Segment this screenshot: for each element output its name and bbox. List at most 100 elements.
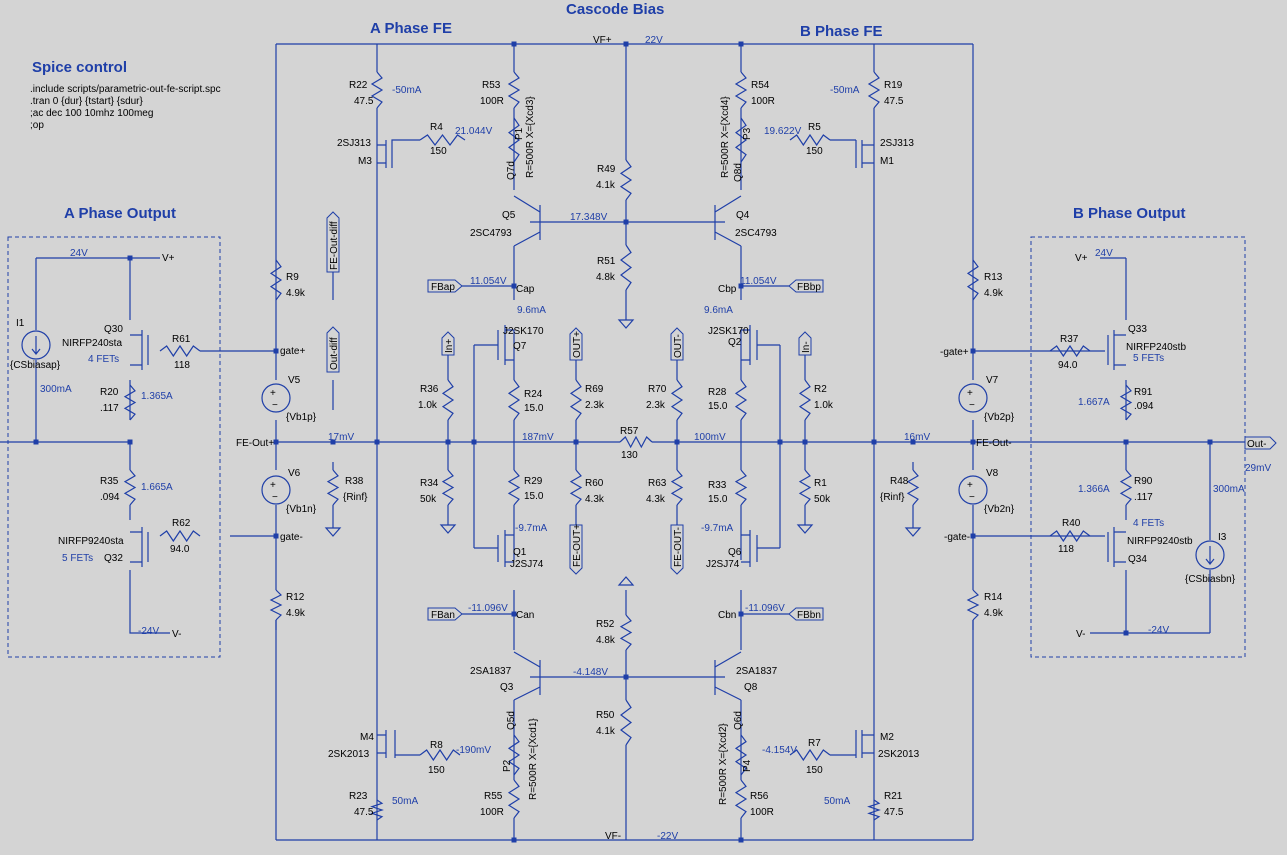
resistor-r34	[441, 469, 455, 506]
label-bm24: -24V	[1148, 625, 1169, 636]
svg-text:−: −	[272, 492, 278, 503]
label-v6v: {Vb1n}	[286, 504, 317, 515]
flag-in-minus: In-	[798, 331, 812, 356]
flag-out-plus: OUT+	[569, 327, 583, 361]
label-n4148: -4.148V	[573, 667, 608, 678]
svg-text:−: −	[272, 400, 278, 411]
resistor-r61	[159, 344, 201, 358]
flag-in-plus: In+	[441, 331, 455, 356]
resistor-r48	[906, 469, 920, 506]
label-cap: Cap	[516, 284, 535, 295]
label-q7: Q7	[513, 341, 527, 352]
label-q34n: 4 FETs	[1133, 518, 1164, 529]
resistor-r29	[507, 469, 521, 506]
flag-fbap: FBap	[427, 279, 514, 293]
resistor-p3	[734, 117, 748, 163]
label-r36: R36	[420, 384, 439, 395]
resistor-r91	[1119, 384, 1133, 421]
label-r70: R70	[648, 384, 667, 395]
label-q5d: Q5d	[506, 711, 517, 730]
label-v6: V6	[288, 468, 301, 479]
label-r8n: -190mV	[456, 745, 491, 756]
resistor-r36	[441, 379, 455, 421]
label-q2: Q2	[728, 337, 742, 348]
resistor-r21	[867, 799, 881, 821]
spice-line: .include scripts/parametric-out-fe-scrip…	[30, 84, 221, 95]
svg-text:-22V: -22V	[657, 831, 678, 842]
transistor-q3	[513, 651, 541, 701]
label-p2: P2	[502, 759, 513, 772]
label-r7v: 150	[806, 765, 823, 776]
resistor-r24	[507, 379, 521, 421]
svg-text:FBap: FBap	[431, 282, 455, 293]
label-r1v: 50k	[814, 494, 831, 505]
label-r56: R56	[750, 791, 769, 802]
label-r20: R20	[100, 387, 119, 398]
resistor-r22	[370, 71, 384, 109]
label-m1: M1	[880, 156, 894, 167]
spice-line: ;op	[30, 120, 44, 131]
label-r48v: {Rinf}	[880, 492, 905, 503]
resistor-r8	[419, 748, 461, 762]
label-r12v: 4.9k	[286, 608, 306, 619]
label-r21v: 47.5	[884, 807, 904, 818]
svg-text:OUT-: OUT-	[673, 334, 684, 358]
label-r60: R60	[585, 478, 604, 489]
label-can: Can	[516, 610, 534, 621]
resistor-r5	[789, 133, 831, 147]
label-q1t: J2SJ74	[510, 559, 544, 570]
label-bvn: V-	[1076, 629, 1085, 640]
junction-dot	[674, 439, 680, 445]
label-r51v: 4.8k	[596, 272, 616, 283]
label-q1: Q1	[513, 547, 527, 558]
label-r52v: 4.8k	[596, 635, 616, 646]
resistor-r90	[1119, 469, 1133, 506]
label-r90: R90	[1134, 476, 1153, 487]
transistor-q4	[714, 195, 742, 247]
label-q6t: J2SJ74	[706, 559, 740, 570]
label-q8t: 2SA1837	[736, 666, 778, 677]
b-output-box	[1030, 236, 1246, 658]
resistor-r2	[798, 379, 812, 421]
resistor-p1	[507, 117, 521, 163]
label-r23: R23	[349, 791, 368, 802]
label-r60v: 4.3k	[585, 494, 605, 505]
label-r13: R13	[984, 272, 1003, 283]
junction-dot	[970, 533, 976, 539]
svg-text:FE-OUT+: FE-OUT+	[572, 524, 583, 567]
label-r54v: 100R	[751, 96, 775, 107]
label-q6d: Q6d	[733, 711, 744, 730]
label-r24: R24	[524, 389, 543, 400]
label-r50: R50	[596, 710, 615, 721]
label-r69v: 2.3k	[585, 400, 605, 411]
label-p4x: R=500R X={Xcd2}	[718, 723, 729, 805]
resistor-r57	[619, 435, 653, 449]
label-r53v: 100R	[480, 96, 504, 107]
label-r56v: 100R	[750, 807, 774, 818]
junction-dot	[1123, 630, 1129, 636]
svg-text:FBbp: FBbp	[797, 282, 821, 293]
label-r20i: 1.365A	[141, 391, 173, 402]
resistor-r70	[670, 379, 684, 421]
junction-dot	[273, 348, 279, 354]
flag-out-diff: Out-diff	[326, 326, 340, 373]
junction-dot	[511, 41, 517, 47]
label-r5n: 19.622V	[764, 126, 802, 137]
label-r28: R28	[708, 387, 727, 398]
mosfet-m4	[377, 730, 420, 758]
title-a-phase-output: A Phase Output	[64, 205, 176, 222]
transistor-q1	[497, 530, 514, 567]
mosfet-q30	[130, 330, 149, 370]
label-r35i: 1.665A	[141, 482, 173, 493]
resistor-r12	[269, 589, 283, 621]
junction-dot	[511, 837, 517, 843]
resistor-r37	[1049, 344, 1091, 358]
junction-dot	[573, 439, 579, 445]
label-r7: R7	[808, 738, 821, 749]
label-q5: Q5	[502, 210, 516, 221]
junction-dot	[871, 439, 877, 445]
label-r2v: 1.0k	[814, 400, 834, 411]
label-r63v: 4.3k	[646, 494, 666, 505]
resistor-p4	[734, 734, 748, 776]
transistor-q8	[714, 651, 742, 701]
